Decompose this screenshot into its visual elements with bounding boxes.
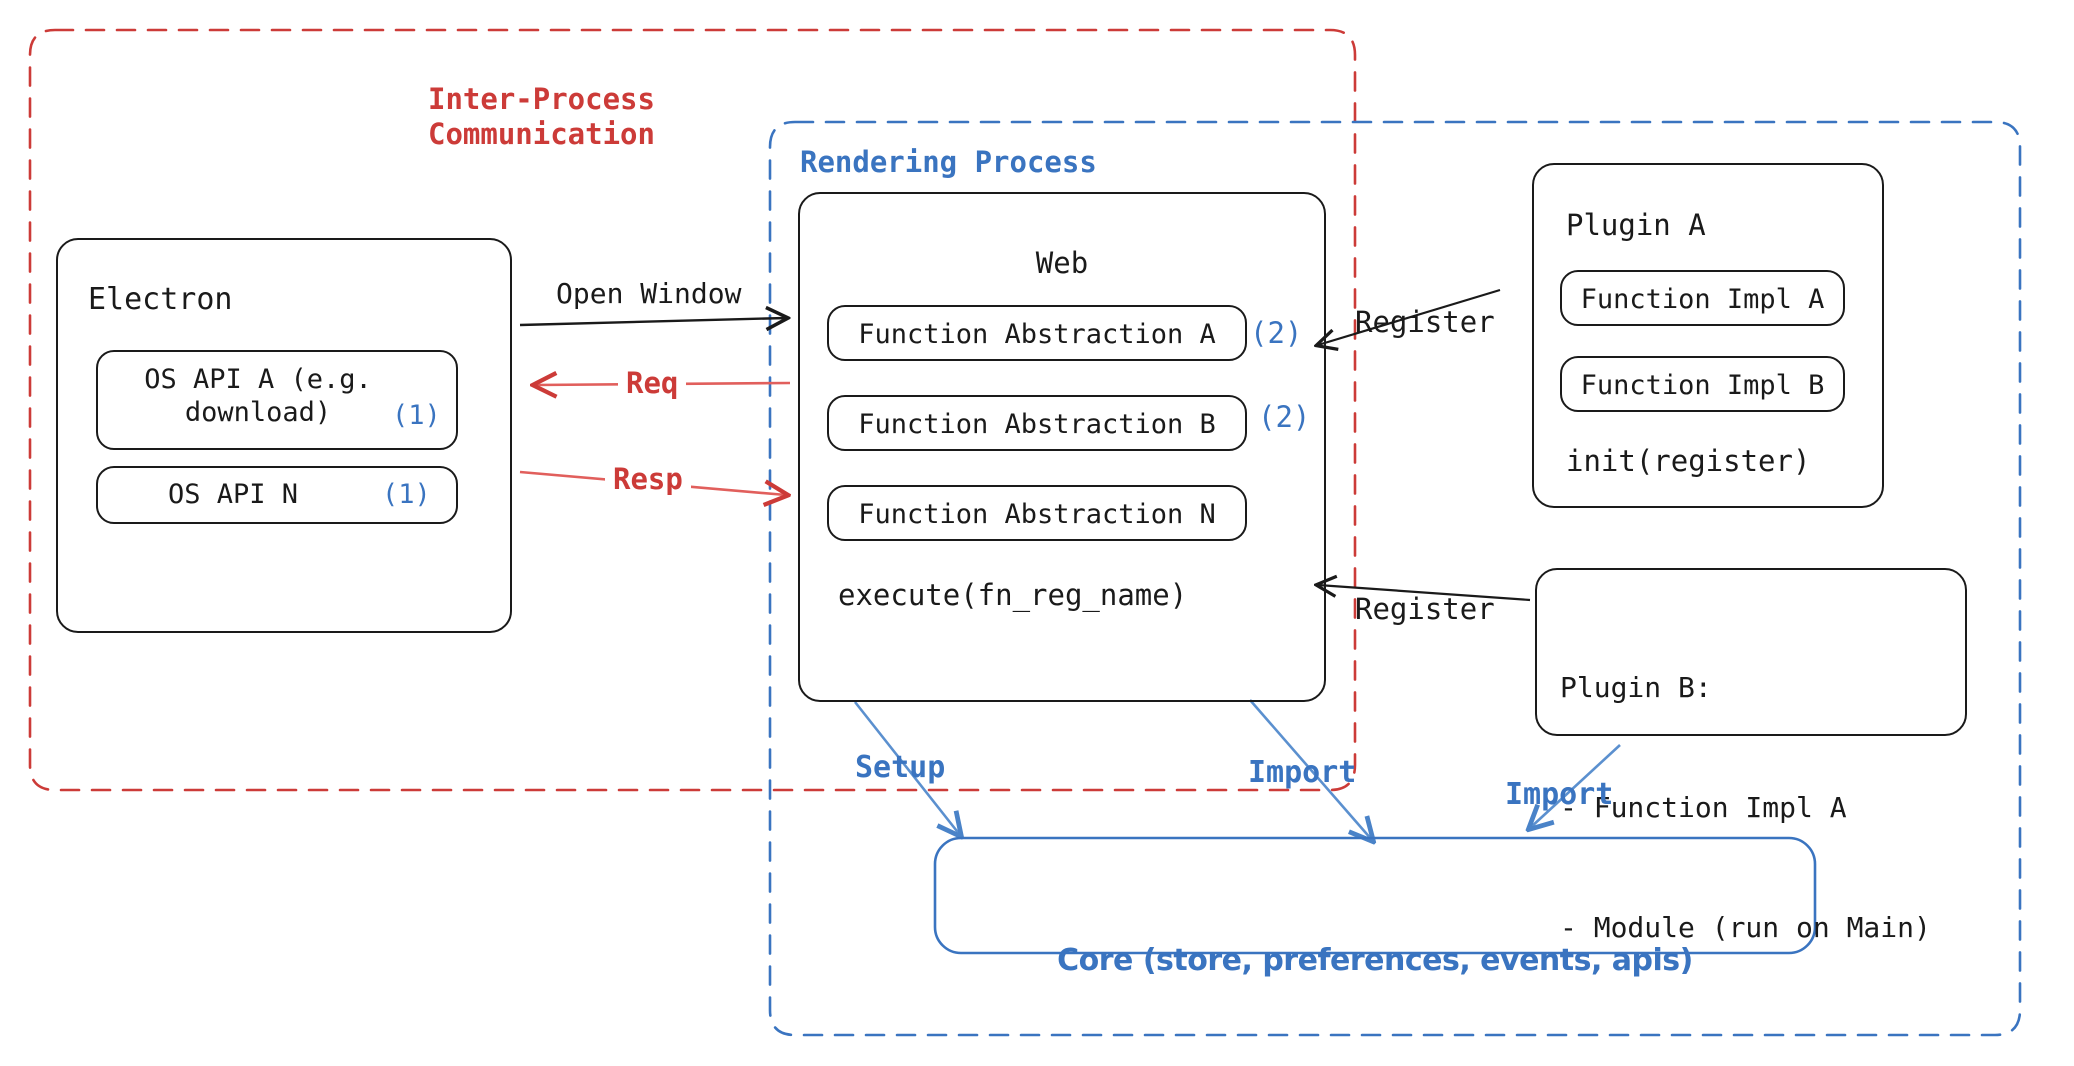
edge-label-req: Req	[618, 366, 687, 402]
edge-label-open-window: Open Window	[556, 277, 742, 310]
node-plugin-a-title: Plugin A	[1566, 208, 1706, 242]
edge-label-setup: Setup	[855, 750, 946, 785]
node-os-api-a[interactable]	[96, 350, 458, 450]
node-function-abstraction-n[interactable]	[827, 485, 1247, 541]
edge-label-register-plugin-a: Register	[1355, 305, 1495, 339]
node-os-api-a-label: OS API A (e.g. download)	[144, 364, 372, 428]
node-core-text[interactable]: Core (store, preferences, events, apis) …	[935, 855, 1815, 1066]
edge-label-import-plugin-b: Import	[1505, 777, 1614, 812]
node-function-abstraction-b[interactable]	[827, 395, 1247, 451]
node-function-abstraction-n-label: Function Abstraction N	[858, 499, 1216, 530]
node-plugin-b-line-2: - Module (run on Main)	[1560, 911, 1931, 945]
edge-label-resp: Resp	[605, 462, 691, 498]
node-plugin-b-line-0: Plugin B:	[1560, 671, 1712, 705]
node-os-api-n[interactable]	[96, 466, 458, 524]
node-function-impl-a[interactable]	[1560, 270, 1845, 326]
node-plugin-b[interactable]	[1535, 568, 1967, 736]
node-function-abstraction-a-badge: (2)	[1250, 316, 1303, 350]
node-plugin-a-footer: init(register)	[1566, 444, 1811, 478]
node-electron[interactable]	[56, 238, 512, 633]
node-plugin-a[interactable]	[1532, 163, 1884, 508]
edge-label-import-web: Import	[1248, 755, 1357, 790]
node-web-title: Web	[1035, 246, 1089, 280]
region-label-rendering: Rendering Process	[800, 145, 1097, 179]
node-plugin-b-line-1: - Function Impl A	[1560, 791, 1847, 825]
edge-label-register-plugin-b: Register	[1355, 592, 1495, 626]
node-function-abstraction-a[interactable]	[827, 305, 1247, 361]
node-function-abstraction-b-badge: (2)	[1258, 400, 1311, 434]
node-function-impl-a-label: Function Impl A	[1580, 284, 1825, 315]
node-os-api-n-label: OS API N	[167, 479, 299, 510]
edge-open-window	[519, 318, 786, 325]
node-web[interactable]	[798, 192, 1326, 702]
node-function-impl-b[interactable]	[1560, 356, 1845, 412]
node-os-api-a-badge: (1)	[392, 400, 441, 431]
node-os-api-n-badge: (1)	[382, 479, 431, 510]
node-plugin-b-lines: Plugin B: - Function Impl A - Module (ru…	[1560, 588, 1931, 1028]
node-function-abstraction-a-label: Function Abstraction A	[858, 319, 1216, 350]
node-electron-title: Electron	[88, 282, 233, 317]
node-function-abstraction-b-label: Function Abstraction B	[858, 409, 1216, 440]
node-core-line-0: Core (store, preferences, events, apis)	[1057, 943, 1693, 979]
node-function-impl-b-label: Function Impl B	[1580, 370, 1825, 401]
region-label-ipc: Inter-Process Communication	[428, 82, 655, 152]
node-web-footer: execute(fn_reg_name)	[838, 578, 1188, 612]
